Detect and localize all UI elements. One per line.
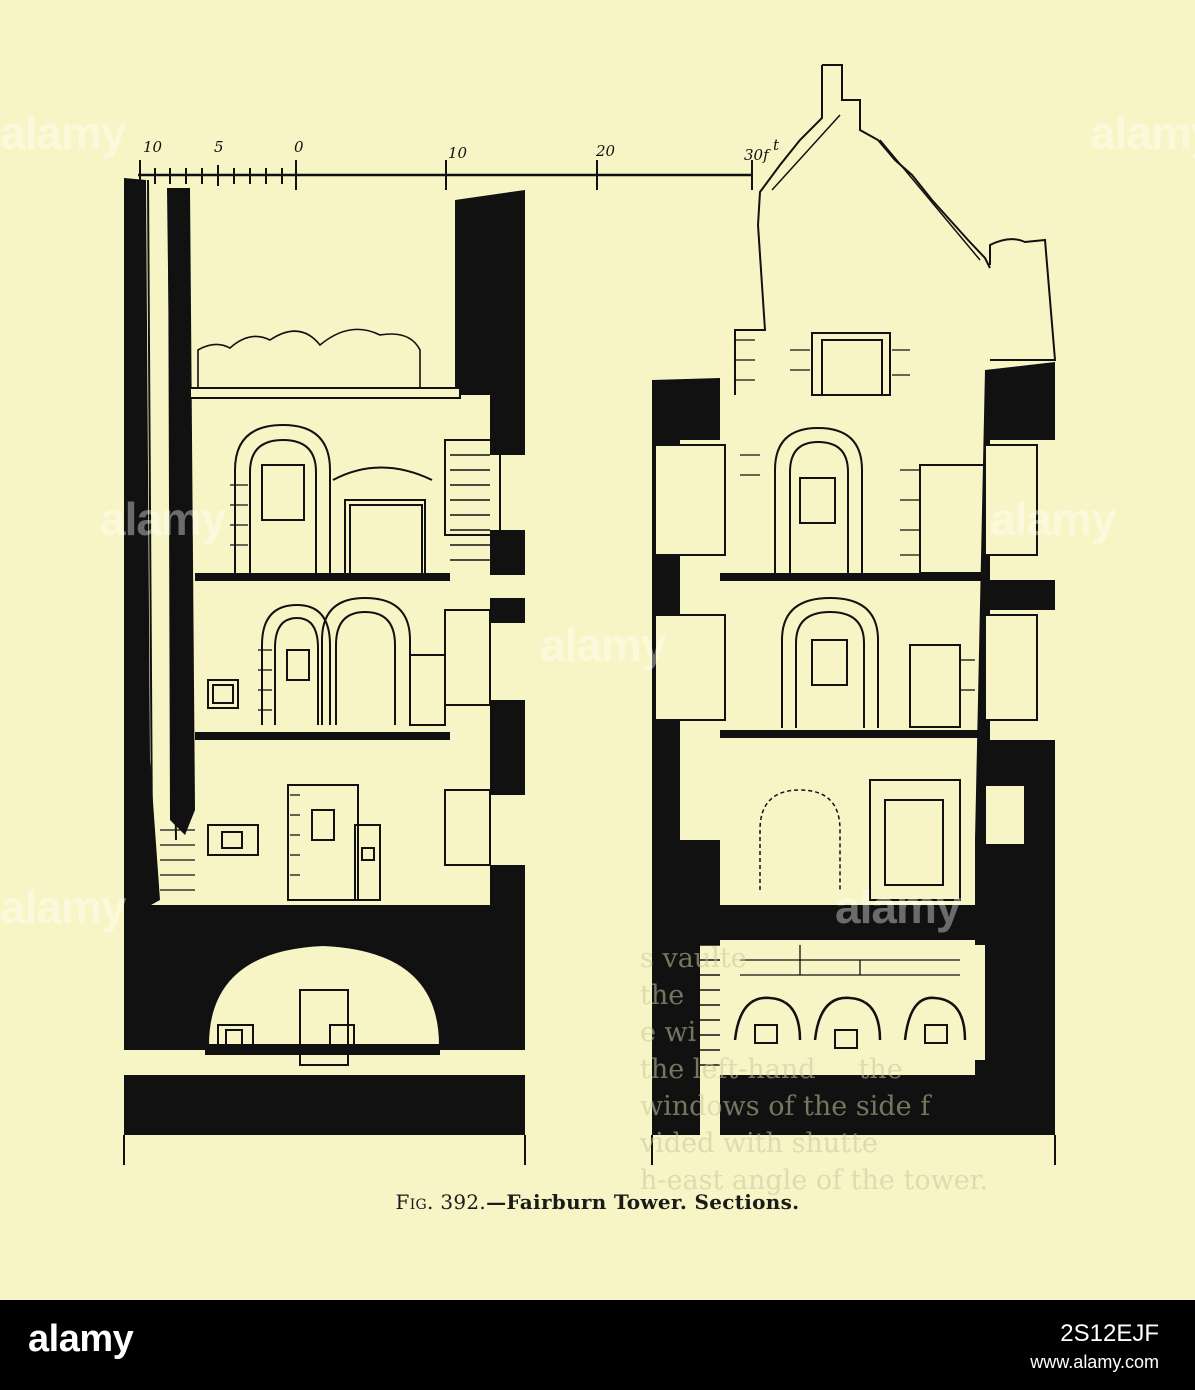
stock-footer-bar <box>0 1300 1195 1390</box>
scale-label-5: 5 <box>214 138 224 156</box>
image-id: 2S12EJF <box>1060 1320 1159 1347</box>
figure-caption: Fig. 392.—Fairburn Tower. Sections. <box>0 1190 1195 1214</box>
scale-label-30ft: 30f <box>744 146 771 164</box>
scale-label-10-left: 10 <box>143 138 163 156</box>
scale-label-0: 0 <box>294 138 304 156</box>
scale-label-20: 20 <box>595 142 616 160</box>
right-section <box>651 64 1057 1165</box>
section-drawing: 10 5 0 10 20 30f t <box>123 64 1057 1165</box>
figure-number: Fig. 392. <box>395 1190 487 1214</box>
scale-label-ft-sup: t <box>773 136 780 154</box>
alamy-logo: alamy <box>28 1318 134 1360</box>
bleed-through-line: windows of the side f <box>640 1091 931 1122</box>
bleed-through-line: e wi <box>640 1017 697 1048</box>
bleed-through-line: h-east angle of the tower. <box>640 1165 989 1196</box>
bleed-through-line: the left-hand the <box>640 1054 903 1085</box>
bleed-through-line: s vaulte <box>640 943 747 974</box>
illustration-plate: 10 5 0 10 20 30f t <box>0 0 1195 1300</box>
left-section <box>123 178 526 1165</box>
bleed-through-text: s vaulte the e wi the left-hand the windows … <box>640 940 1195 1230</box>
scale-bar: 10 5 0 10 20 30f t <box>138 136 780 190</box>
bleed-through-line: vided with shutte <box>640 1128 878 1159</box>
footer-url: www.alamy.com <box>1030 1352 1159 1372</box>
figure-title: —Fairburn Tower. Sections. <box>486 1190 800 1214</box>
bleed-through-line: the <box>640 980 685 1011</box>
scale-label-10: 10 <box>448 144 468 162</box>
